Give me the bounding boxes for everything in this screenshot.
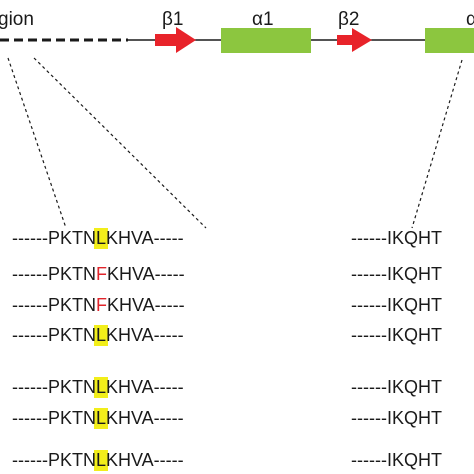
right-sequence-text: ------IKQHT — [351, 377, 442, 397]
right-sequence-alignment: ------IKQHT ------IKQHT ------IKQHT ------I… — [351, 228, 442, 470]
key-residue: L — [96, 228, 106, 248]
sequence-row: ------PKTNLKHVA----- — [12, 228, 184, 249]
right-sequence-text: ------IKQHT — [351, 408, 442, 428]
beta1-strand-arrow — [155, 27, 196, 53]
beta1-label: β1 — [162, 9, 184, 30]
sequence-text: ------PKTNLKHVA----- — [12, 408, 184, 428]
sequence-suffix: KHVA----- — [106, 408, 184, 428]
sequence-text: ------PKTNLKHVA----- — [12, 450, 184, 470]
sequence-text: ------PKTNLKHVA----- — [12, 325, 184, 345]
sequence-suffix: KHVA----- — [106, 450, 184, 470]
alpha-right-helix-box — [425, 28, 474, 53]
sequence-prefix: ------PKTN — [12, 450, 96, 470]
sequence-text: ------PKTNLKHVA----- — [12, 228, 184, 248]
sequence-prefix: ------PKTN — [12, 325, 96, 345]
mutant-residue: F — [96, 295, 107, 315]
residue-highlight — [93, 228, 108, 249]
residue-highlight — [93, 408, 108, 429]
key-residue: L — [96, 408, 106, 428]
sequence-suffix: KHVA----- — [106, 325, 184, 345]
sequence-text: ------PKTNFKHVA----- — [12, 295, 185, 315]
sequence-prefix: ------PKTN — [12, 264, 96, 284]
sequence-text: ------PKTNFKHVA----- — [12, 264, 185, 284]
sequence-row: ------PKTNLKHVA----- — [12, 450, 184, 471]
region-label: gion — [0, 9, 34, 30]
sequence-row: ------PKTNLKHVA----- — [12, 377, 184, 398]
zoom-line-right — [411, 59, 463, 229]
right-sequence-text: ------IKQHT — [351, 228, 442, 248]
sequence-prefix: ------PKTN — [12, 228, 96, 248]
sequence-row: ------PKTNLKHVA----- — [12, 408, 184, 429]
residue-highlight — [93, 450, 108, 471]
sequence-suffix: KHVA----- — [107, 264, 185, 284]
residue-highlight — [93, 325, 108, 346]
sequence-suffix: KHVA----- — [106, 228, 184, 248]
sequence-prefix: ------PKTN — [12, 408, 96, 428]
mutant-residue: F — [96, 264, 107, 284]
sequence-row: ------PKTNLKHVA----- — [12, 325, 184, 346]
sequence-row: ------PKTNFKHVA----- — [12, 295, 185, 315]
sequence-prefix: ------PKTN — [12, 377, 96, 397]
right-sequence-text: ------IKQHT — [351, 450, 442, 470]
beta2-strand-arrow — [337, 28, 372, 52]
sequence-text: ------PKTNLKHVA----- — [12, 377, 184, 397]
alpha-right-label: α — [466, 9, 474, 30]
right-sequence-text: ------IKQHT — [351, 295, 442, 315]
residue-highlight — [93, 377, 108, 398]
right-sequence-text: ------IKQHT — [351, 325, 442, 345]
key-residue: L — [96, 450, 106, 470]
left-sequence-alignment: ------PKTNLKHVA-----------PKTNFKHVA-----… — [12, 228, 185, 471]
right-sequence-text: ------IKQHT — [351, 264, 442, 284]
sequence-suffix: KHVA----- — [106, 377, 184, 397]
sequence-suffix: KHVA----- — [107, 295, 185, 315]
sequence-row: ------PKTNFKHVA----- — [12, 264, 185, 284]
alpha1-helix-box — [221, 28, 311, 53]
key-residue: L — [96, 377, 106, 397]
alpha1-label: α1 — [252, 9, 274, 30]
zoom-line-left-a — [7, 57, 67, 229]
sequence-prefix: ------PKTN — [12, 295, 96, 315]
zoom-line-left-b — [33, 57, 207, 229]
beta2-label: β2 — [338, 9, 360, 30]
key-residue: L — [96, 325, 106, 345]
